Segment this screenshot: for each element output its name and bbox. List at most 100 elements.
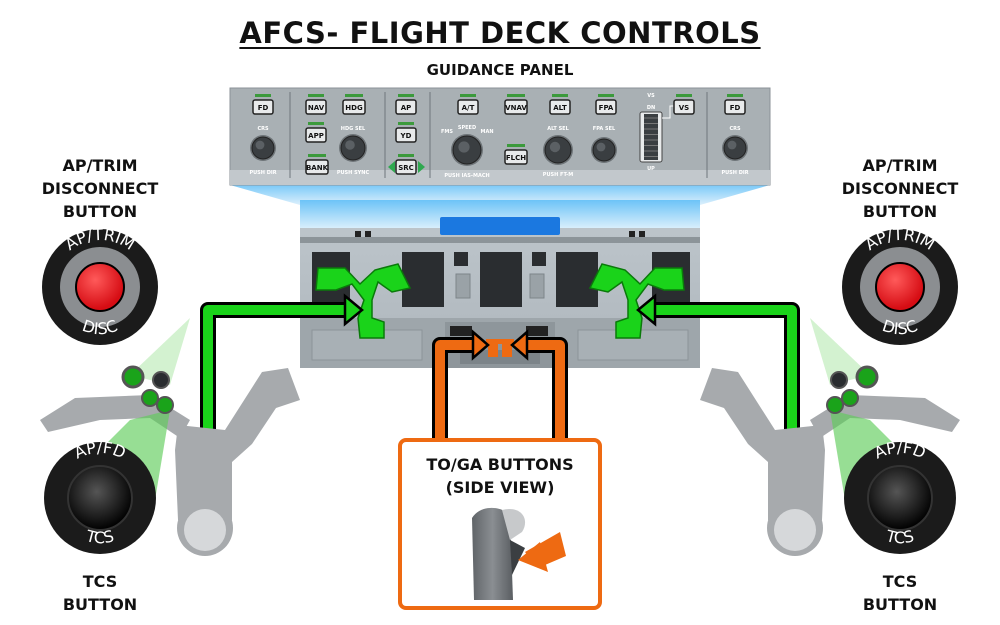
at-indicator: [460, 94, 476, 97]
at-button-label: A/T: [462, 104, 475, 112]
ap-trim-red-button-right[interactable]: [875, 262, 925, 312]
guidance-panel-label: GUIDANCE PANEL: [426, 61, 574, 79]
yd-indicator: [398, 122, 414, 125]
ap-trim-ring-label-right: AP/TRIM: [861, 225, 938, 254]
ap-trim-disconnect-left: [42, 229, 158, 345]
ap-trim-red-button-left[interactable]: [75, 262, 125, 312]
alt-indicator: [552, 94, 568, 97]
panel-label-hdg-sel-bottom: PUSH SYNC: [337, 170, 370, 176]
panel-label-fpa-sel-top: FPA SEL: [593, 126, 616, 132]
orange-arrow-right: [510, 329, 568, 440]
yd-button-label: YD: [400, 132, 412, 140]
tcs-button-label-right: TCS BUTTON: [862, 572, 938, 614]
vs-indicator: [676, 94, 692, 97]
ap-fd-ring-label-right: AP/FD: [871, 438, 928, 463]
glareshield-panel: [440, 217, 560, 235]
flch-button-label: FLCH: [506, 154, 526, 162]
yd-button[interactable]: [395, 127, 417, 143]
toga-buttons-label: TO/GA BUTTONS (SIDE VIEW): [426, 455, 574, 497]
cockpit-yoke-left: [315, 263, 412, 339]
src-right-arrow-icon: [418, 161, 425, 173]
green-arrow-left: [200, 293, 364, 440]
fd_left-indicator: [255, 94, 271, 97]
disc-ring-label-left: DISC: [80, 316, 120, 338]
cockpit-yoke-right: [588, 263, 685, 339]
nav-button[interactable]: [305, 99, 327, 115]
ap-trim-disconnect-label-right: AP/TRIM DISCONNECT BUTTON: [841, 156, 959, 221]
display-mfd-left: [402, 252, 444, 307]
fd_right-button-label: FD: [730, 104, 741, 112]
panel-label-speed-bottom: PUSH IAS-MACH: [444, 173, 489, 179]
flch-indicator: [507, 144, 525, 147]
app-button[interactable]: [305, 127, 327, 143]
orange-arrow-left: [432, 329, 490, 440]
tcs-black-button-right[interactable]: [867, 465, 933, 531]
panel-label-crs-right-bottom: PUSH DIR: [721, 170, 748, 176]
bank-indicator: [308, 154, 326, 157]
src-button[interactable]: [395, 159, 417, 175]
toga-button-left[interactable]: [488, 343, 498, 357]
panel-label-alt-sel-bottom: PUSH FT-M: [543, 172, 573, 178]
panel-label-hdg-sel-top: HDG SEL: [341, 126, 366, 132]
fd_right-indicator: [727, 94, 743, 97]
alt-button[interactable]: [549, 99, 571, 115]
hdg-button-label: HDG: [345, 104, 363, 112]
bank-button-label: BANK: [306, 164, 329, 172]
bank-button[interactable]: [305, 159, 329, 175]
tcs-button-label-left: TCS BUTTON: [62, 572, 138, 614]
vs-button-label: VS: [679, 104, 689, 112]
vs-button[interactable]: [673, 99, 695, 115]
src-left-arrow-icon: [388, 161, 395, 173]
ap-trim-disconnect-label-left: AP/TRIM DISCONNECT BUTTON: [41, 156, 159, 221]
panel-label-vs-dn: DN: [647, 105, 655, 111]
vnav-button-label: VNAV: [505, 104, 527, 112]
panel-label-crs-right-top: CRS: [729, 126, 741, 132]
fd_right-button[interactable]: [724, 99, 746, 115]
fpa-button[interactable]: [595, 99, 617, 115]
app-button-label: APP: [308, 132, 324, 140]
src-indicator: [398, 154, 414, 157]
tcs-black-button-left[interactable]: [67, 465, 133, 531]
fd_left-button-label: FD: [258, 104, 269, 112]
ap-fd-ring-label-left: AP/FD: [71, 438, 128, 463]
tcs-ring-label-left: TCS: [83, 526, 116, 547]
nav-indicator: [308, 94, 324, 97]
panel-label-speed-top: SPEED: [458, 125, 476, 131]
panel-label-alt-sel-top: ALT SEL: [547, 126, 569, 132]
hdg-button[interactable]: [342, 99, 366, 115]
disc-ring-label-right: DISC: [880, 316, 920, 338]
ap-trim-disconnect-right: [842, 229, 958, 345]
ap-indicator: [398, 94, 414, 97]
ap-button-label: AP: [401, 104, 412, 112]
tcs-ring-label-right: TCS: [883, 526, 916, 547]
toga-button-right[interactable]: [502, 343, 512, 357]
src-button-label: SRC: [398, 164, 414, 172]
vnav-indicator: [507, 94, 525, 97]
flch-button[interactable]: [504, 149, 528, 165]
display-eicas: [480, 252, 522, 307]
panel-label-crs-left-bottom: PUSH DIR: [249, 170, 276, 176]
flight-deck: [230, 185, 770, 368]
ap-trim-ring-label-left: AP/TRIM: [61, 225, 138, 254]
ap-button[interactable]: [395, 99, 417, 115]
toga-side-view-box: [398, 438, 602, 610]
nav-button-label: NAV: [308, 104, 325, 112]
panel-label-vs-up: UP: [647, 166, 655, 172]
tcs-button-left: [44, 442, 156, 554]
fd_left-button[interactable]: [252, 99, 274, 115]
fpa-indicator: [598, 94, 614, 97]
display-mfd-right: [556, 252, 598, 307]
page-title: AFCS- FLIGHT DECK CONTROLS: [239, 16, 761, 50]
at-button[interactable]: [457, 99, 479, 115]
green-arrow-right: [636, 293, 800, 440]
app-indicator: [308, 122, 324, 125]
fpa-button-label: FPA: [599, 104, 614, 112]
panel-label-crs-left-top: CRS: [257, 126, 269, 132]
panel-label-vs-top: VS: [647, 93, 655, 99]
panel-label-speed-man: MAN: [480, 129, 493, 135]
vnav-button[interactable]: [504, 99, 528, 115]
hdg-indicator: [345, 94, 363, 97]
